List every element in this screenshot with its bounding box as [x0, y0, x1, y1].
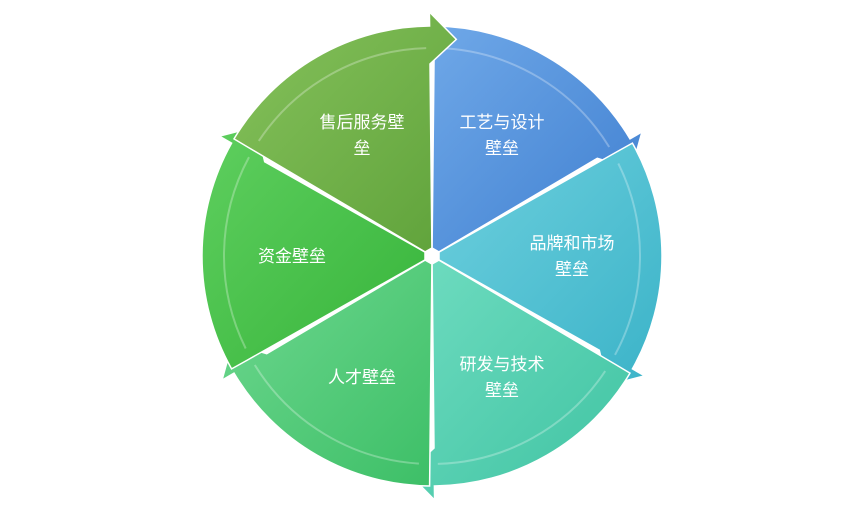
segment-label-line: 垒 — [354, 139, 371, 159]
segment-groove-brand — [614, 163, 641, 356]
segment-label-craft: 工艺与设计壁垒 — [460, 113, 545, 159]
segment-groove-rnd — [437, 370, 607, 465]
segment-groove-talent — [253, 364, 419, 465]
segment-label-line: 研发与技术 — [460, 355, 545, 375]
segment-rnd — [406, 259, 632, 502]
segment-groove-capital — [223, 156, 250, 349]
segment-label-line: 工艺与设计 — [460, 113, 545, 133]
segment-label-service: 售后服务壁垒 — [320, 113, 405, 159]
segment-brand — [438, 142, 663, 387]
segment-label-line: 壁垒 — [485, 381, 519, 401]
segment-capital — [201, 125, 426, 370]
segment-label-capital: 资金壁垒 — [258, 247, 326, 267]
segment-label-rnd: 研发与技术壁垒 — [460, 355, 545, 401]
segment-groove-craft — [445, 47, 611, 148]
segment-craft — [431, 25, 644, 253]
segment-service — [232, 10, 458, 253]
segment-label-line: 售后服务壁 — [320, 113, 405, 133]
segment-groove-service — [257, 47, 427, 142]
segment-label-line: 壁垒 — [485, 139, 519, 159]
segment-label-line: 人才壁垒 — [328, 368, 396, 388]
segment-label-talent: 人才壁垒 — [328, 368, 396, 388]
segment-label-line: 品牌和市场 — [530, 234, 615, 254]
segment-label-line: 壁垒 — [555, 260, 589, 280]
segment-label-brand: 品牌和市场壁垒 — [530, 234, 615, 280]
segment-talent — [220, 259, 433, 487]
segment-label-line: 资金壁垒 — [258, 247, 326, 267]
